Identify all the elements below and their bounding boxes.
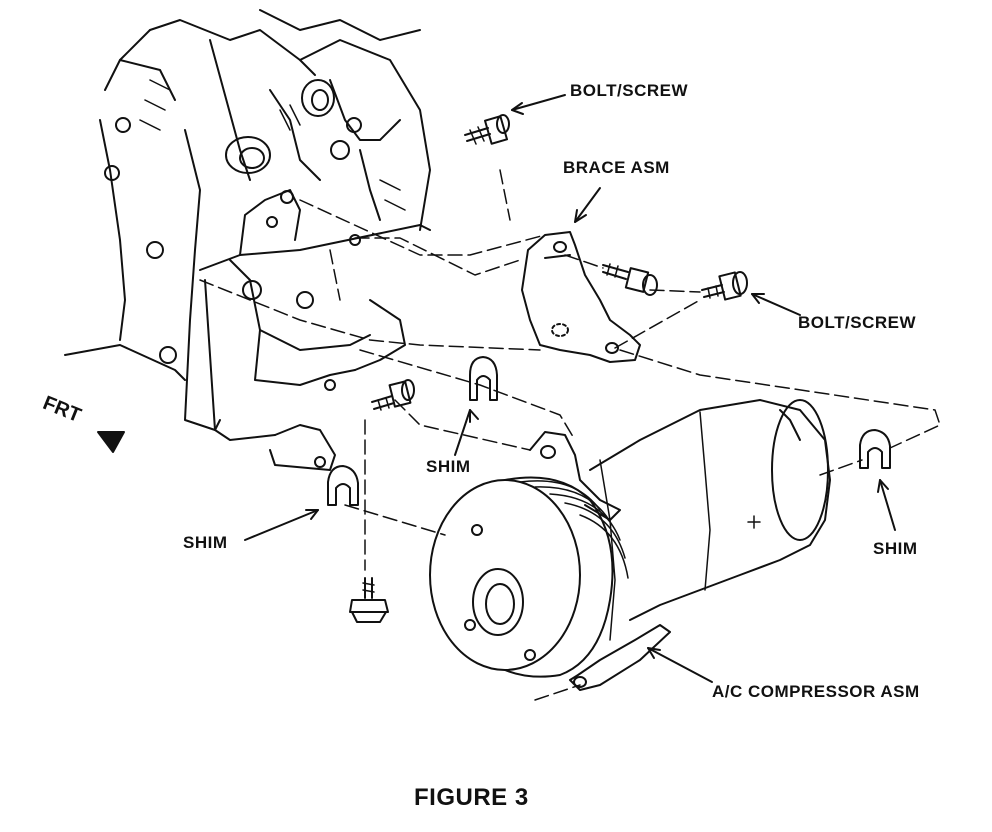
- label-shim-left: SHIM: [183, 533, 228, 552]
- label-bolt-screw-right: BOLT/SCREW: [798, 313, 917, 332]
- leader-arrows: [244, 94, 896, 683]
- label-bolt-screw-top: BOLT/SCREW: [570, 81, 689, 100]
- bolt-brace-middle: [602, 263, 658, 296]
- shim-right: [859, 429, 891, 469]
- mounting-bracket: [199, 189, 431, 471]
- front-arrow-icon: [97, 431, 125, 453]
- bolt-right: [701, 271, 748, 301]
- label-ac-compressor-asm: A/C COMPRESSOR ASM: [712, 682, 920, 701]
- engine-block: [64, 9, 431, 431]
- shim-center: [469, 356, 498, 401]
- bolt-bracket: [371, 379, 415, 411]
- label-shim-center: SHIM: [426, 457, 471, 476]
- ac-compressor: [429, 399, 831, 691]
- bolt-top: [464, 114, 510, 145]
- label-shim-right: SHIM: [873, 539, 918, 558]
- shim-left: [327, 465, 359, 506]
- alignment-lines: [199, 169, 941, 701]
- label-brace-asm: BRACE ASM: [563, 158, 670, 177]
- figure-caption: FIGURE 3: [414, 784, 529, 811]
- brace-assembly: [521, 231, 641, 363]
- bolt-lower: [349, 577, 389, 623]
